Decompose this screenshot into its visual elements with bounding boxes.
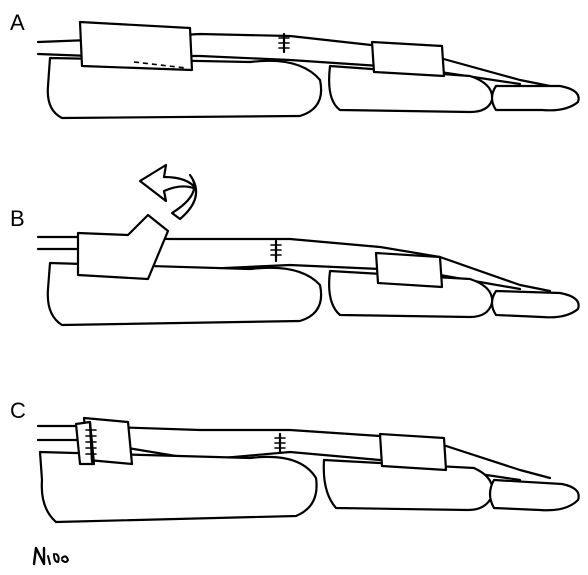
- panel-b: B: [0, 175, 588, 355]
- distal-sheath: [380, 434, 446, 470]
- distal-phalanx: [490, 480, 579, 510]
- distal-sheath: [376, 253, 442, 287]
- distal-phalanx: [492, 291, 579, 317]
- panel-a: A: [0, 0, 588, 180]
- distal-phalanx: [492, 86, 579, 110]
- finger-diagram-c: [0, 360, 588, 540]
- suture-marks: [275, 434, 285, 452]
- artist-signature: [30, 542, 110, 572]
- distal-sheath: [372, 42, 444, 76]
- panel-c: C: [0, 360, 588, 540]
- finger-diagram-b: [0, 175, 588, 355]
- finger-diagram-a: [0, 0, 588, 180]
- suture-marks: [271, 241, 281, 261]
